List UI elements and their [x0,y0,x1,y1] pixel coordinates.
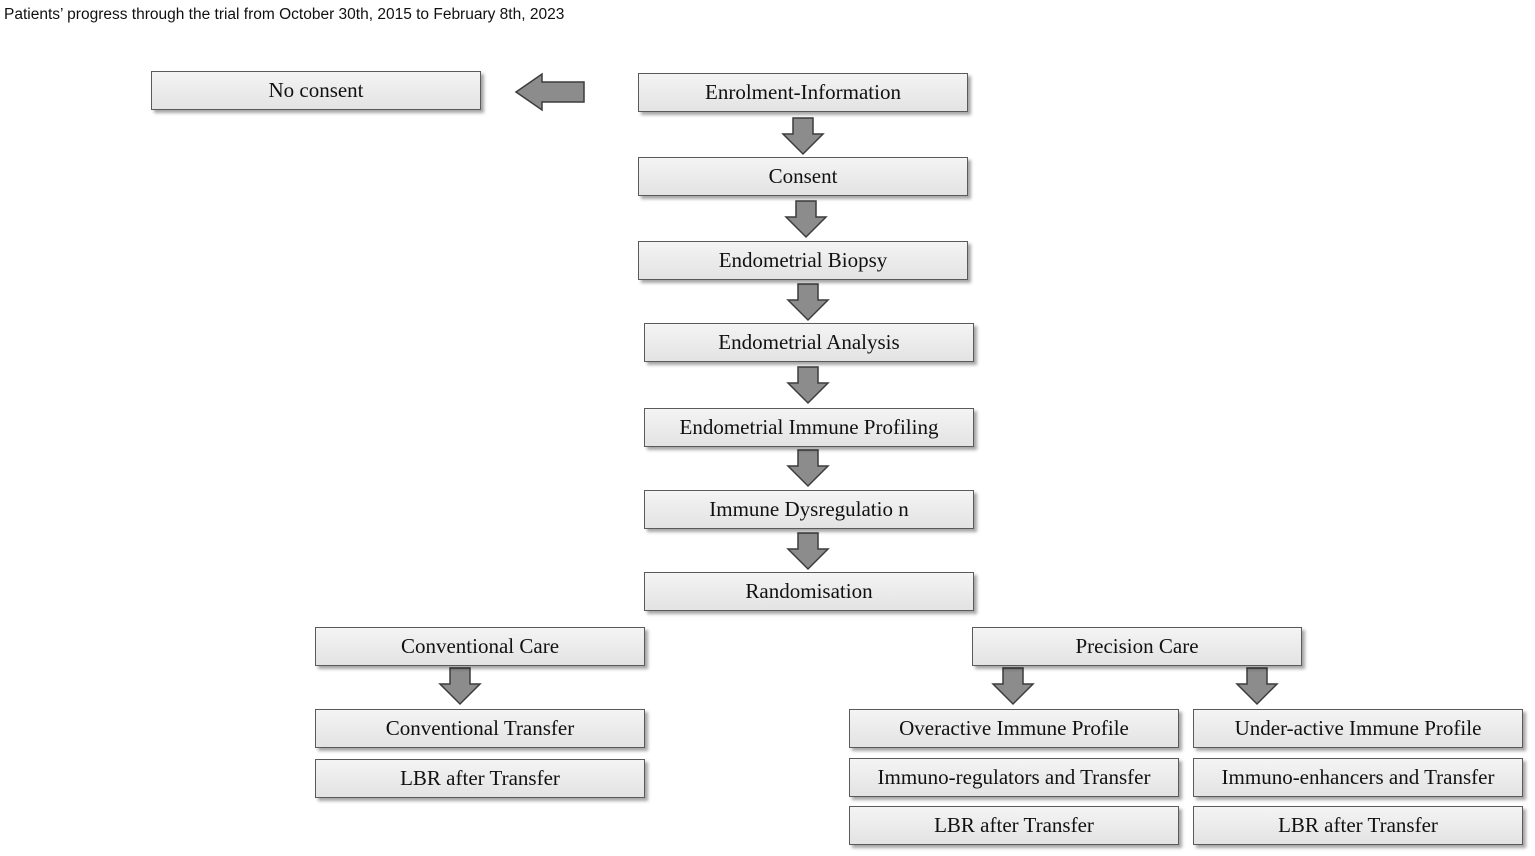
consent-box: Consent [638,157,968,196]
precision-care-box: Precision Care [972,627,1302,666]
down-arrow-icon [784,200,828,239]
down-arrow-icon [1235,667,1279,706]
underactive-lbr-box: LBR after Transfer [1193,806,1523,845]
down-arrow-icon [991,667,1035,706]
down-arrow-icon [786,366,830,405]
randomisation-box: Randomisation [644,572,974,611]
immune-dysregulation-box: Immune Dysregulatio n [644,490,974,529]
down-arrow-icon [786,532,830,571]
immuno-regulators-transfer-box: Immuno-regulators and Transfer [849,758,1179,797]
no-consent-box: No consent [151,71,481,110]
overactive-immune-profile-box: Overactive Immune Profile [849,709,1179,748]
left-arrow-icon [514,72,585,112]
down-arrow-icon [438,667,482,706]
endometrial-biopsy-box: Endometrial Biopsy [638,241,968,280]
conventional-lbr-box: LBR after Transfer [315,759,645,798]
down-arrow-icon [786,449,830,488]
overactive-lbr-box: LBR after Transfer [849,806,1179,845]
down-arrow-icon [786,283,830,322]
conventional-care-box: Conventional Care [315,627,645,666]
enrolment-information-box: Enrolment-Information [638,73,968,112]
endometrial-analysis-box: Endometrial Analysis [644,323,974,362]
endometrial-immune-profiling-box: Endometrial Immune Profiling [644,408,974,447]
immuno-enhancers-transfer-box: Immuno-enhancers and Transfer [1193,758,1523,797]
conventional-transfer-box: Conventional Transfer [315,709,645,748]
down-arrow-icon [781,117,825,156]
figure-caption: Patients’ progress through the trial fro… [4,6,565,23]
underactive-immune-profile-box: Under-active Immune Profile [1193,709,1523,748]
